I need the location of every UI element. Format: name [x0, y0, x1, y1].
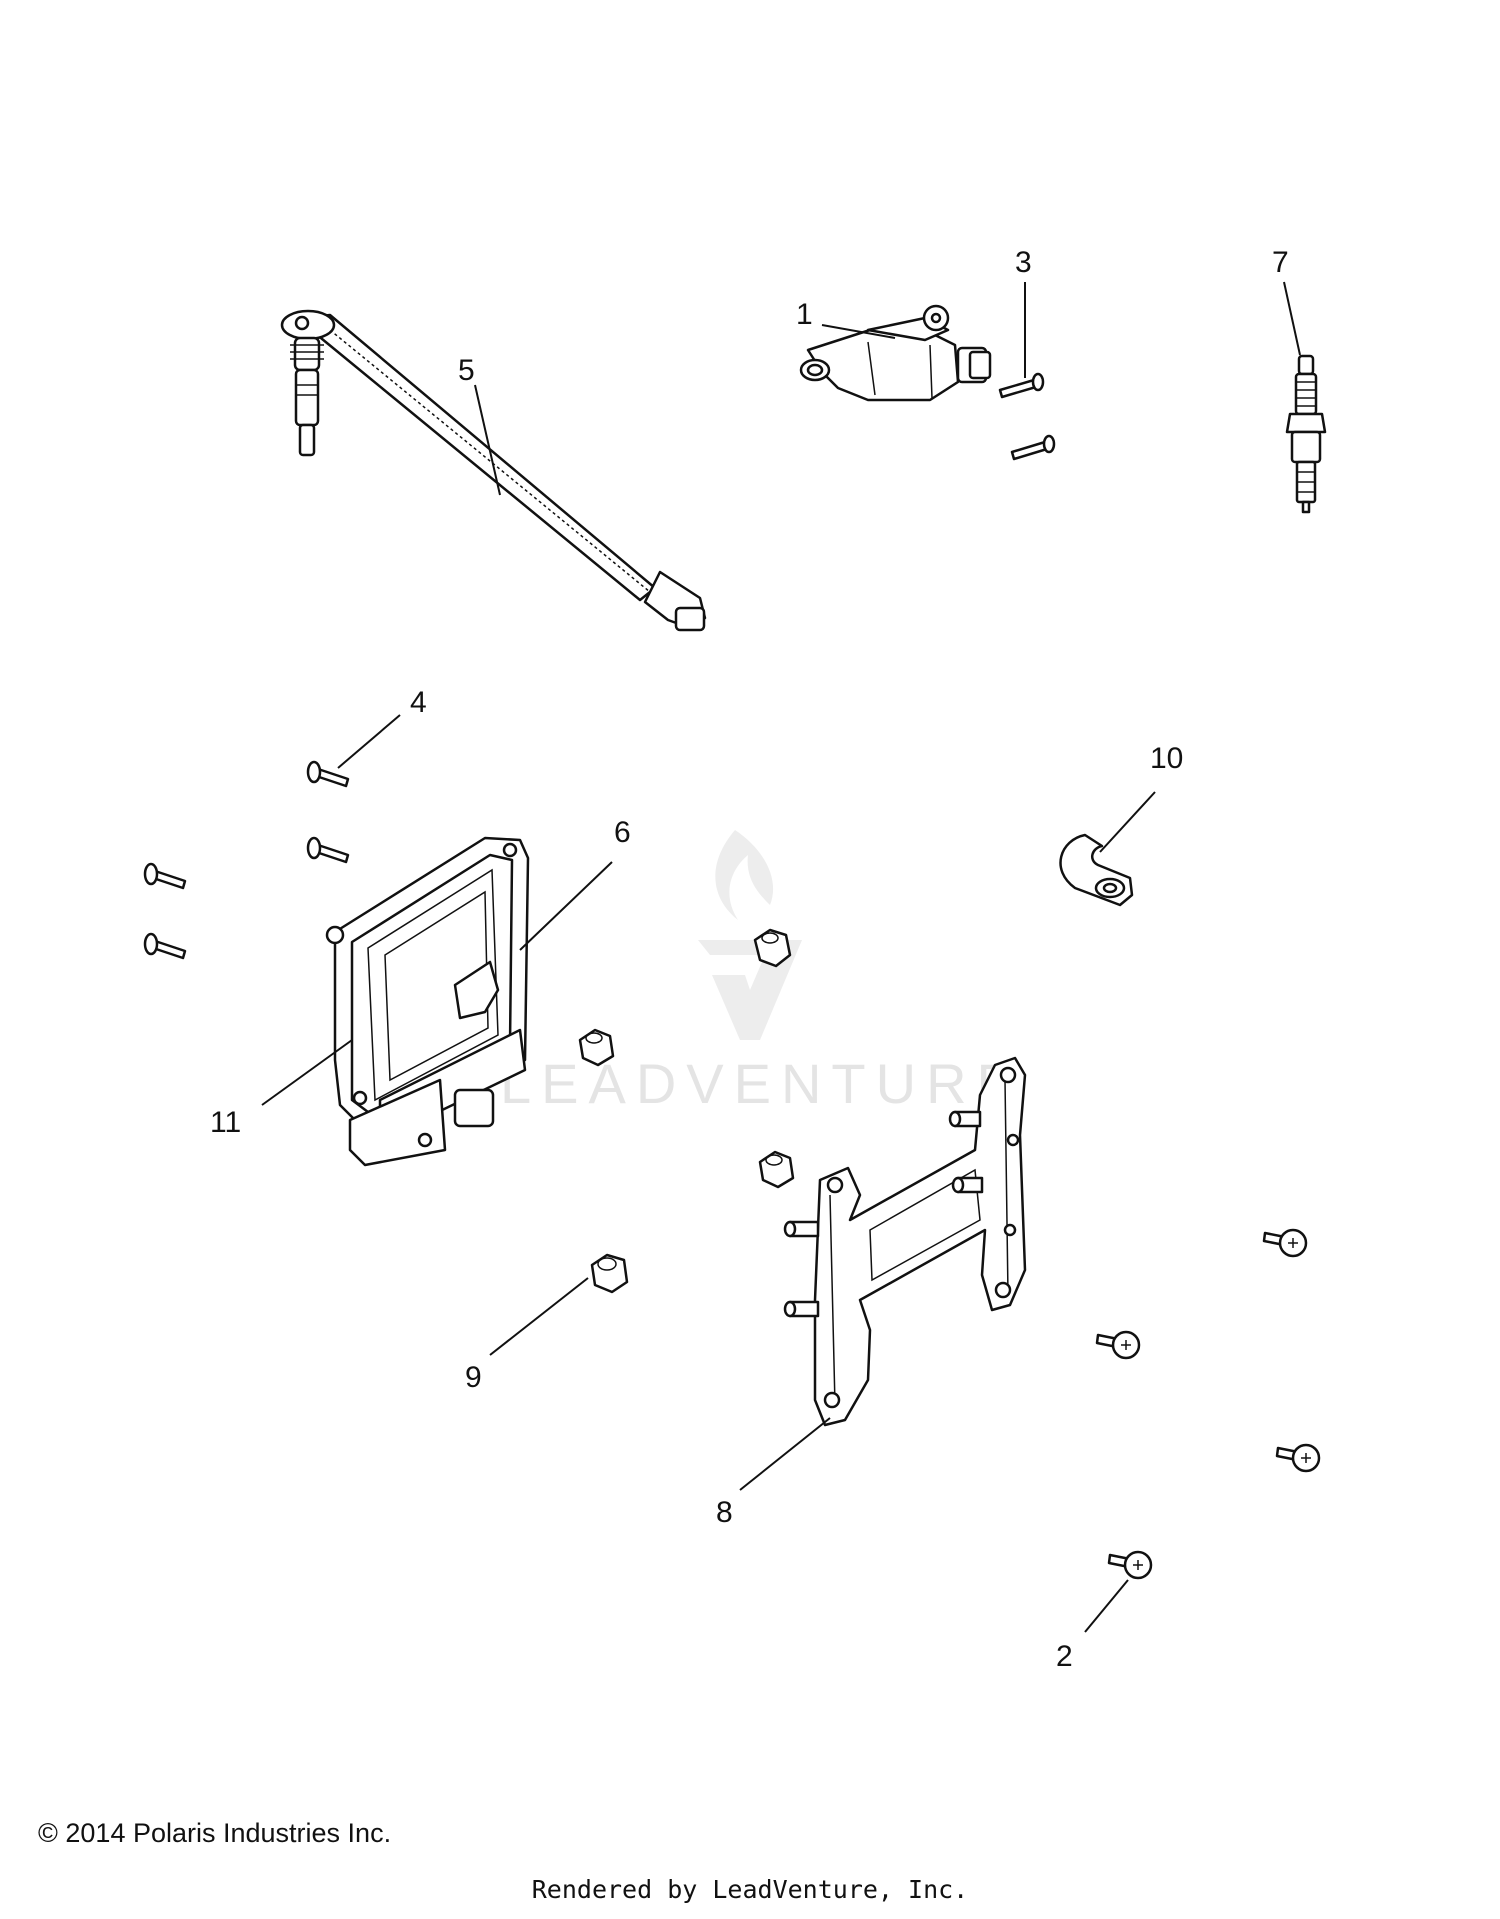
coil-screws [998, 372, 1056, 461]
watermark: LEADVENTURE [500, 830, 1024, 1115]
watermark-text: LEADVENTURE [500, 1052, 1024, 1115]
leader-lines [261, 281, 1301, 1633]
callout-6: 6 [614, 816, 631, 849]
rendered-by-text: Rendered by LeadVenture, Inc. [531, 1875, 969, 1904]
copyright-text: © 2014 Polaris Industries Inc. [38, 1818, 392, 1848]
ecu-module [325, 836, 530, 1167]
callout-4: 4 [410, 686, 427, 719]
spark-plug [1285, 354, 1327, 514]
callout-11: 11 [210, 1106, 241, 1139]
callout-labels: 1 2 3 4 5 6 7 8 9 10 11 [210, 246, 1289, 1673]
callout-3: 3 [1015, 246, 1032, 279]
callout-9: 9 [465, 1361, 482, 1394]
bracket-screws [1095, 1228, 1321, 1580]
callout-8: 8 [716, 1496, 733, 1529]
callout-5: 5 [458, 354, 475, 387]
nuts [578, 928, 795, 1294]
ecu-screws [143, 760, 350, 960]
callout-2: 2 [1056, 1640, 1073, 1673]
spark-plug-wire [280, 309, 707, 632]
ecu-bracket [783, 1056, 1027, 1427]
ignition-coil [799, 304, 992, 402]
callout-1: 1 [796, 298, 813, 331]
callout-10: 10 [1150, 742, 1183, 775]
callout-7: 7 [1272, 246, 1289, 279]
watermark-flame-icon [715, 830, 774, 920]
p-clamp [1059, 833, 1134, 907]
